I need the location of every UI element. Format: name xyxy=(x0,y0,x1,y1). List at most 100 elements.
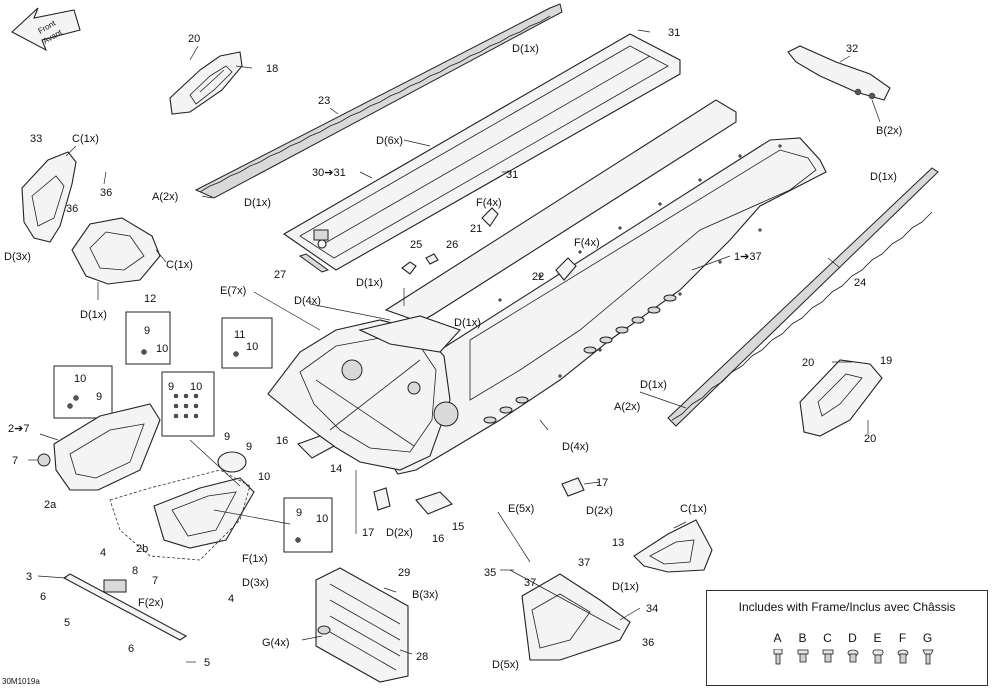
part-27-strip xyxy=(298,253,330,273)
callout-label: C(1x) xyxy=(72,133,99,145)
callout-label: 6 xyxy=(40,591,46,603)
callout-label: D(1x) xyxy=(80,309,107,321)
callout-label: 18 xyxy=(266,63,278,75)
callout-label: 22 xyxy=(532,271,544,283)
part-15-plate xyxy=(415,491,453,515)
tunnel-vents xyxy=(483,294,677,424)
screw-icon xyxy=(921,649,934,665)
legend-title: Includes with Frame/Inclus avec Châssis xyxy=(738,600,956,614)
callout-label: C(1x) xyxy=(680,503,707,515)
legend-item-e: E xyxy=(865,631,890,665)
callout-label: D(1x) xyxy=(640,379,667,391)
callout-label: D(4x) xyxy=(562,441,589,453)
legend-item-b: B xyxy=(790,631,815,665)
callout-label: D(3x) xyxy=(4,251,31,263)
hardware-box-9-10-grid xyxy=(161,371,215,437)
callout-label: B(2x) xyxy=(876,125,902,137)
callout-label: D(1x) xyxy=(870,171,897,183)
part-2a-bracket xyxy=(37,403,161,491)
callout-label: E(7x) xyxy=(220,285,246,297)
callout-label: F(1x) xyxy=(242,553,268,565)
rivet-icon xyxy=(872,649,883,664)
callout-label: 14 xyxy=(330,463,342,475)
callout-label: 19 xyxy=(880,355,892,367)
legend-letter: E xyxy=(873,631,882,645)
callout-label: 10 xyxy=(156,343,168,355)
part-12-bracket xyxy=(71,217,161,285)
part-24-rail xyxy=(667,167,939,427)
screw-icon xyxy=(773,649,782,665)
callout-label: D(6x) xyxy=(376,135,403,147)
legend-letter: A xyxy=(773,631,782,645)
callout-label: 13 xyxy=(612,537,624,549)
callout-label: 17 xyxy=(596,477,608,489)
legend-letter: G xyxy=(922,631,933,645)
callout-label: 26 xyxy=(446,239,458,251)
callout-label: 29 xyxy=(398,567,410,579)
callout-label: 5 xyxy=(204,657,210,669)
hardware-box-9-10 xyxy=(125,311,171,365)
legend-item-g: G xyxy=(915,631,940,665)
part-17-plate-right xyxy=(561,477,585,497)
callout-label: 28 xyxy=(416,651,428,663)
callout-label: 10 xyxy=(246,341,258,353)
callout-label: D(2x) xyxy=(586,505,613,517)
callout-label: D(1x) xyxy=(612,581,639,593)
part-21-bracket xyxy=(481,207,499,227)
callout-label: 9 xyxy=(296,507,302,519)
callout-label: 20 xyxy=(802,357,814,369)
callout-label: 9 xyxy=(168,381,174,393)
callout-label: 23 xyxy=(318,95,330,107)
callout-label: 17 xyxy=(362,527,374,539)
part-30-tunnel-cover xyxy=(282,33,681,271)
legend-item-c: C xyxy=(815,631,840,665)
part-14-plate xyxy=(297,435,336,459)
callout-label: 6 xyxy=(128,643,134,655)
callout-label: 37 xyxy=(578,557,590,569)
callout-label: 5 xyxy=(64,617,70,629)
frame-hardware-legend: Includes with Frame/Inclus avec Châssis … xyxy=(706,590,988,686)
callout-label: 31 xyxy=(506,169,518,181)
legend-letter: C xyxy=(823,631,832,645)
part-17-plate-left xyxy=(373,487,391,511)
legend-item-f: F xyxy=(890,631,915,665)
part-28-radiator xyxy=(315,567,409,683)
main-frame-tunnel xyxy=(267,99,827,475)
legend-item-d: D xyxy=(840,631,865,665)
part-32-bracket xyxy=(787,45,891,101)
callout-label: 25 xyxy=(410,239,422,251)
callout-label: 24 xyxy=(854,277,866,289)
callout-label: 36 xyxy=(100,187,112,199)
hardware-box-11-10 xyxy=(221,317,273,369)
legend-item-a: A xyxy=(765,631,790,665)
part-34-rear-assembly xyxy=(509,569,631,661)
callout-label: 2a xyxy=(44,499,57,511)
callout-label: 32 xyxy=(846,43,858,55)
callout-label: 30➔31 xyxy=(312,167,346,179)
legend-letter: B xyxy=(798,631,807,645)
callout-label: F(2x) xyxy=(138,597,164,609)
callout-label: 4 xyxy=(100,547,106,559)
callout-label: A(2x) xyxy=(152,191,178,203)
part-23-rail xyxy=(194,3,563,199)
callout-label: 2➔7 xyxy=(8,423,29,435)
callout-label: 16 xyxy=(432,533,444,545)
callout-label: 27 xyxy=(274,269,286,281)
callout-labels: D(1x) 31 20 18 32 B(2x) 23 D(6x) 33 C(1x… xyxy=(4,27,902,671)
callout-label: 36 xyxy=(66,203,78,215)
part-26-clip xyxy=(425,253,439,265)
rivet-icon xyxy=(797,649,808,663)
callout-label: F(4x) xyxy=(574,237,600,249)
callout-label: 2b xyxy=(136,543,148,555)
rivet-icon xyxy=(822,649,833,663)
callout-label: 10 xyxy=(258,471,270,483)
callout-label: 31 xyxy=(668,27,680,39)
callout-label: 37 xyxy=(524,577,536,589)
rivet-icon xyxy=(847,649,858,663)
callout-label: 7 xyxy=(12,455,18,467)
legend-letter: F xyxy=(898,631,907,645)
legend-items: A B C D E F G xyxy=(765,631,940,665)
callout-label: 9 xyxy=(246,441,252,453)
callout-label: E(5x) xyxy=(508,503,534,515)
